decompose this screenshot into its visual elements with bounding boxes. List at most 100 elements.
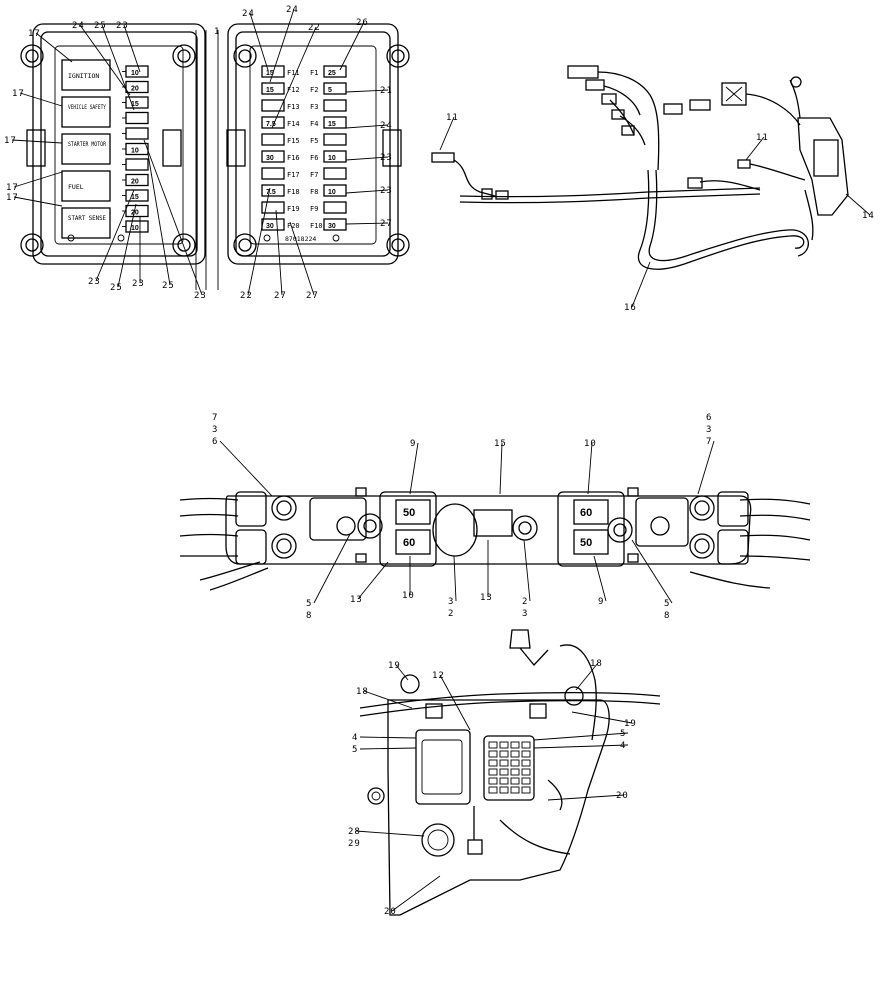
fuse-rating: 10 [328, 189, 336, 196]
callout-number: 19 [388, 661, 401, 671]
relay-label: STARTER MOTOR [68, 140, 106, 148]
callout-number: 25 [110, 283, 123, 293]
callout-number: 1 [214, 27, 220, 37]
callout-number: 25 [162, 281, 175, 291]
callout-number: 3 [212, 425, 218, 435]
mini-fuse [488, 759, 498, 767]
fuse-rating: 30 [266, 155, 274, 162]
callout-number: 18 [356, 687, 369, 697]
callout-number: 5 [306, 599, 312, 609]
callout-number: 13 [480, 593, 493, 603]
callout-number: 23 [194, 291, 207, 301]
callout-number: 17 [6, 183, 19, 193]
callout-number: 5 [664, 599, 670, 609]
fuse-rating: 20 [131, 86, 139, 93]
fuse [261, 65, 285, 78]
relay [61, 170, 111, 202]
callout-number: 17 [4, 136, 17, 146]
callout-number: 3 [448, 597, 454, 607]
callout-number: 9 [410, 439, 416, 449]
fuse [125, 111, 149, 125]
mini-fuse [488, 750, 498, 758]
callout-number: 2 [522, 597, 528, 607]
fuse-slot-label: F5 [310, 137, 318, 145]
callout-number: 25 [94, 21, 107, 31]
fuse-slot-label: F12 [287, 86, 300, 94]
fuse-slot-label: F2 [310, 86, 318, 94]
callout-number: 5 [620, 729, 626, 739]
fuse-slot-label: F19 [287, 205, 300, 213]
mini-fuse [510, 741, 520, 749]
callout-number: 23 [380, 153, 393, 163]
fuse-slot-label: F17 [287, 171, 300, 179]
part-number: 87018224 [285, 235, 316, 243]
fuse [323, 167, 347, 180]
callout-number: 8 [306, 611, 312, 621]
callout-number: 15 [494, 439, 507, 449]
callout-number: 23 [88, 277, 101, 287]
fuse [261, 133, 285, 146]
callout-number: 10 [584, 439, 597, 449]
fuse-slot-label: F18 [287, 188, 300, 196]
mini-fuse [499, 741, 509, 749]
fuse-rating: 30 [266, 223, 274, 230]
fuse [261, 184, 285, 197]
callout-number: 22 [308, 23, 321, 33]
callout-number: 11 [756, 133, 769, 143]
relay-label: VEHICLE SAFETY [68, 103, 106, 111]
fuse-slot-label: F14 [287, 120, 300, 128]
relay-label: FUEL [68, 183, 84, 191]
callout-number: 6 [706, 413, 712, 423]
fuse-rating: 5 [328, 87, 332, 94]
mini-fuse [510, 750, 520, 758]
fuse [323, 201, 347, 214]
fuse-slot-label: F10 [310, 222, 323, 230]
fuse [125, 158, 149, 171]
callout-number: 2 [448, 609, 454, 619]
callout-number: 3 [522, 609, 528, 619]
callout-number: 20 [616, 791, 629, 801]
bus-fuse-label: 60 [403, 537, 415, 549]
fuse-rating: 7.5 [266, 121, 276, 128]
callout-number: 8 [664, 611, 670, 621]
callout-number: 27 [306, 291, 319, 301]
bus-fuse-label: 60 [580, 507, 592, 519]
fuse-rating: 25 [328, 70, 336, 77]
fuse [323, 116, 347, 129]
callout-number: 5 [352, 745, 358, 755]
relay [61, 59, 111, 91]
fuse-rating: 15 [328, 121, 336, 128]
relay-label: IGNITION [68, 72, 99, 80]
callout-number: 14 [862, 211, 875, 221]
relay [61, 133, 111, 165]
mini-fuse [510, 786, 520, 794]
fuse-slot-label: F8 [310, 188, 318, 196]
fuse [323, 99, 347, 112]
mini-fuse [521, 777, 531, 785]
mini-fuse [499, 759, 509, 767]
fuse-slot-label: F1 [310, 69, 318, 77]
fuse-slot-label: F9 [310, 205, 318, 213]
callout-number: 29 [348, 839, 361, 849]
callout-number: 7 [212, 413, 218, 423]
mini-fuse [488, 777, 498, 785]
fuse [261, 201, 285, 214]
callout-number: 24 [72, 21, 85, 31]
callout-number: 19 [624, 719, 637, 729]
mini-fuse [510, 768, 520, 776]
harness-assembly [431, 65, 849, 270]
callout-number: 23 [380, 186, 393, 196]
fuse-rating: 15 [131, 194, 139, 201]
relay [61, 207, 111, 239]
fuse [261, 218, 285, 231]
fuse [261, 167, 285, 180]
callout-number: 3 [706, 425, 712, 435]
callout-number: 12 [432, 671, 445, 681]
callout-number: 22 [240, 291, 253, 301]
mini-fuse [488, 786, 498, 794]
mini-fuse [499, 786, 509, 794]
mini-fuse [521, 750, 531, 758]
fuse-rating: 30 [328, 223, 336, 230]
